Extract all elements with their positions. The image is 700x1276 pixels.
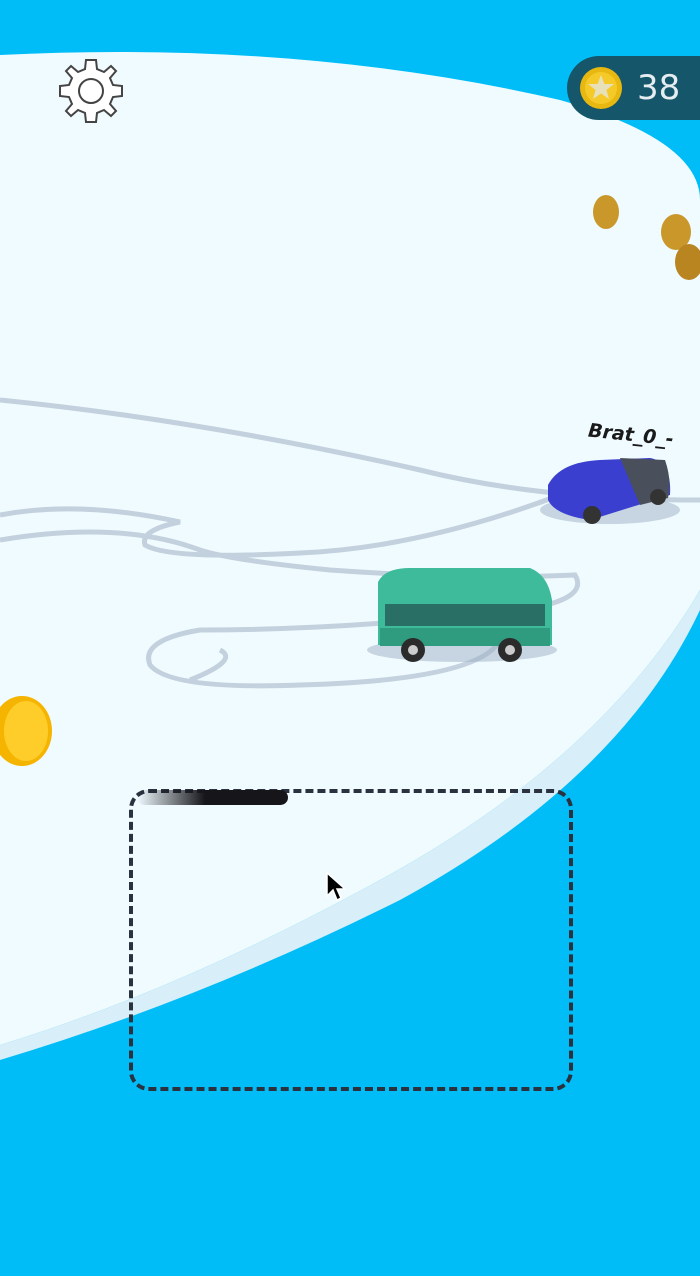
drawing-area[interactable] (129, 789, 573, 1091)
opponent-car (540, 458, 680, 524)
star-coin-icon (580, 67, 622, 109)
coin-counter: 38 (567, 56, 700, 120)
player-van (367, 568, 557, 662)
coin-count: 38 (637, 68, 681, 108)
ink-meter (137, 790, 288, 805)
gear-icon (59, 59, 123, 123)
coin-pickup (0, 195, 700, 766)
settings-button[interactable] (54, 54, 128, 128)
mouse-cursor-icon (326, 872, 346, 902)
